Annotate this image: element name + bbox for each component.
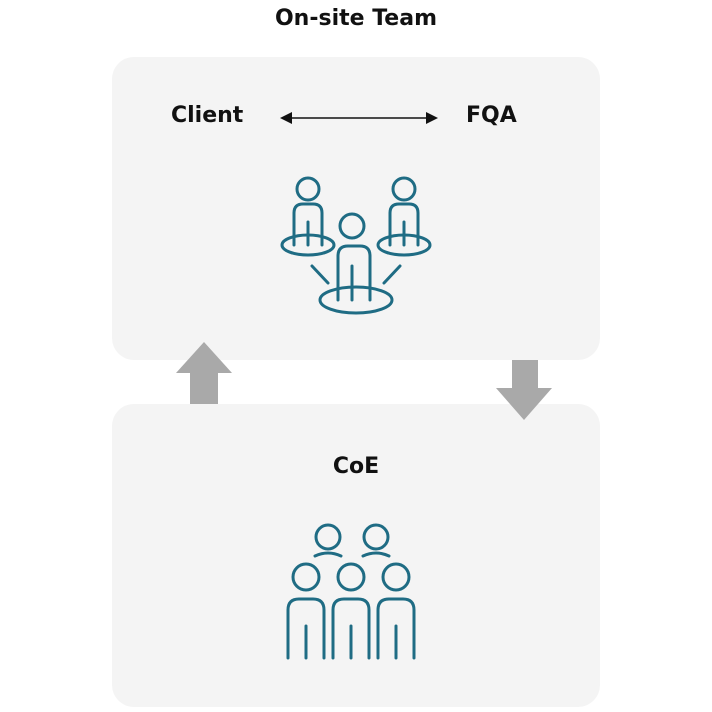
bidirectional-arrow-icon <box>280 112 438 124</box>
coe-label: CoE <box>332 454 380 479</box>
down-arrow-icon <box>496 360 552 420</box>
team-group-icon <box>280 176 432 315</box>
diagram-title: On-site Team <box>274 6 437 31</box>
people-group-icon <box>286 523 416 660</box>
up-arrow-icon <box>176 342 232 404</box>
onsite-team-panel <box>112 57 600 360</box>
fqa-label: FQA <box>466 103 517 128</box>
client-label: Client <box>171 103 244 128</box>
coe-panel <box>112 404 600 707</box>
